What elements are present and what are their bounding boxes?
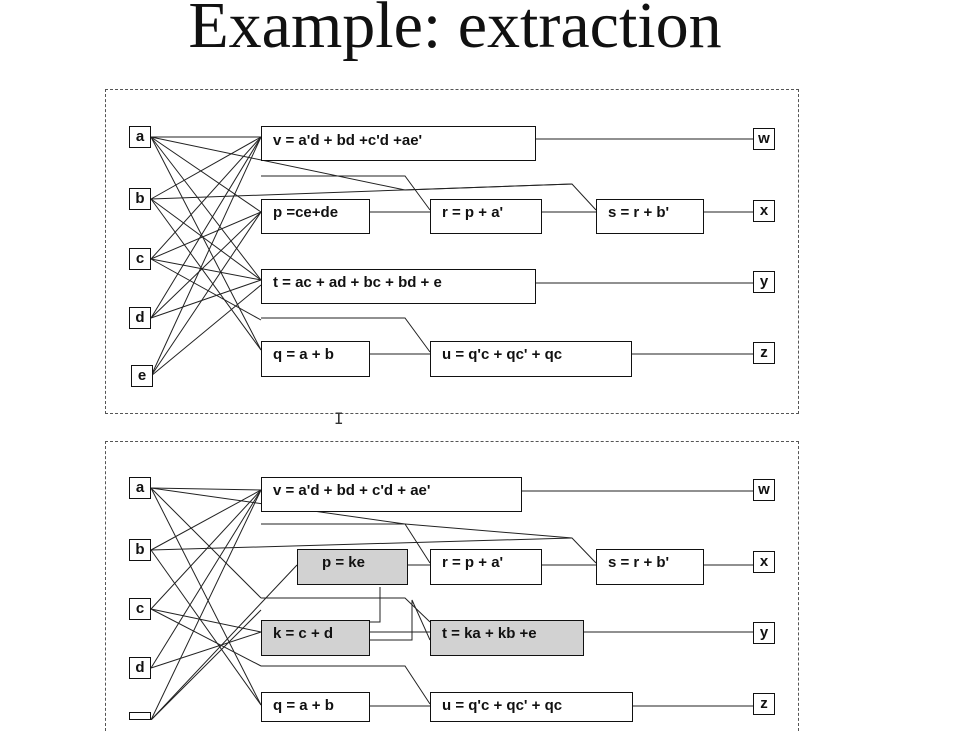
top-input-d: d: [129, 307, 151, 329]
bottom-output-x: x: [753, 551, 775, 573]
top-node-s: s = r + b': [596, 199, 704, 234]
top-node-p: p =ce+de: [261, 199, 370, 234]
bottom-output-y: y: [753, 622, 775, 644]
bottom-node-q: q = a + b: [261, 692, 370, 722]
bottom-node-k: k = c + d: [261, 620, 370, 656]
bottom-node-v: v = a'd + bd + c'd + ae': [261, 477, 522, 512]
slide-title: Example: extraction: [188, 0, 722, 62]
bottom-node-s: s = r + b': [596, 549, 704, 585]
top-node-u: u = q'c + qc' + qc: [430, 341, 632, 377]
bottom-input-c: c: [129, 598, 151, 620]
top-input-a: a: [129, 126, 151, 148]
top-input-e: e: [131, 365, 153, 387]
top-input-c: c: [129, 248, 151, 270]
top-internal-wires: [261, 138, 753, 355]
top-input-b: b: [129, 188, 151, 210]
top-output-x: x: [753, 200, 775, 222]
bottom-input-fanout-wires: [150, 487, 573, 720]
text-cursor-icon: I: [334, 409, 344, 428]
bottom-input-b: b: [129, 539, 151, 561]
bottom-input-d: d: [129, 657, 151, 679]
top-output-w: w: [753, 128, 775, 150]
bottom-node-u: u = q'c + qc' + qc: [430, 692, 633, 722]
top-node-r: r = p + a': [430, 199, 542, 234]
bottom-node-r: r = p + a': [430, 549, 542, 585]
bottom-internal-wires: [261, 490, 753, 707]
bottom-input-a: a: [129, 477, 151, 499]
top-input-fanout-wires: [150, 136, 573, 377]
top-node-v: v = a'd + bd +c'd +ae': [261, 126, 536, 161]
bottom-node-p: p = ke: [297, 549, 408, 585]
bottom-diagram-panel: [105, 441, 799, 731]
bottom-output-z: z: [753, 693, 775, 715]
bottom-node-t: t = ka + kb +e: [430, 620, 584, 656]
bottom-output-w: w: [753, 479, 775, 501]
top-output-y: y: [753, 271, 775, 293]
top-node-t: t = ac + ad + bc + bd + e: [261, 269, 536, 304]
top-diagram-panel: [105, 89, 799, 414]
top-output-z: z: [753, 342, 775, 364]
bottom-input-e: e: [129, 712, 151, 720]
top-node-q: q = a + b: [261, 341, 370, 377]
